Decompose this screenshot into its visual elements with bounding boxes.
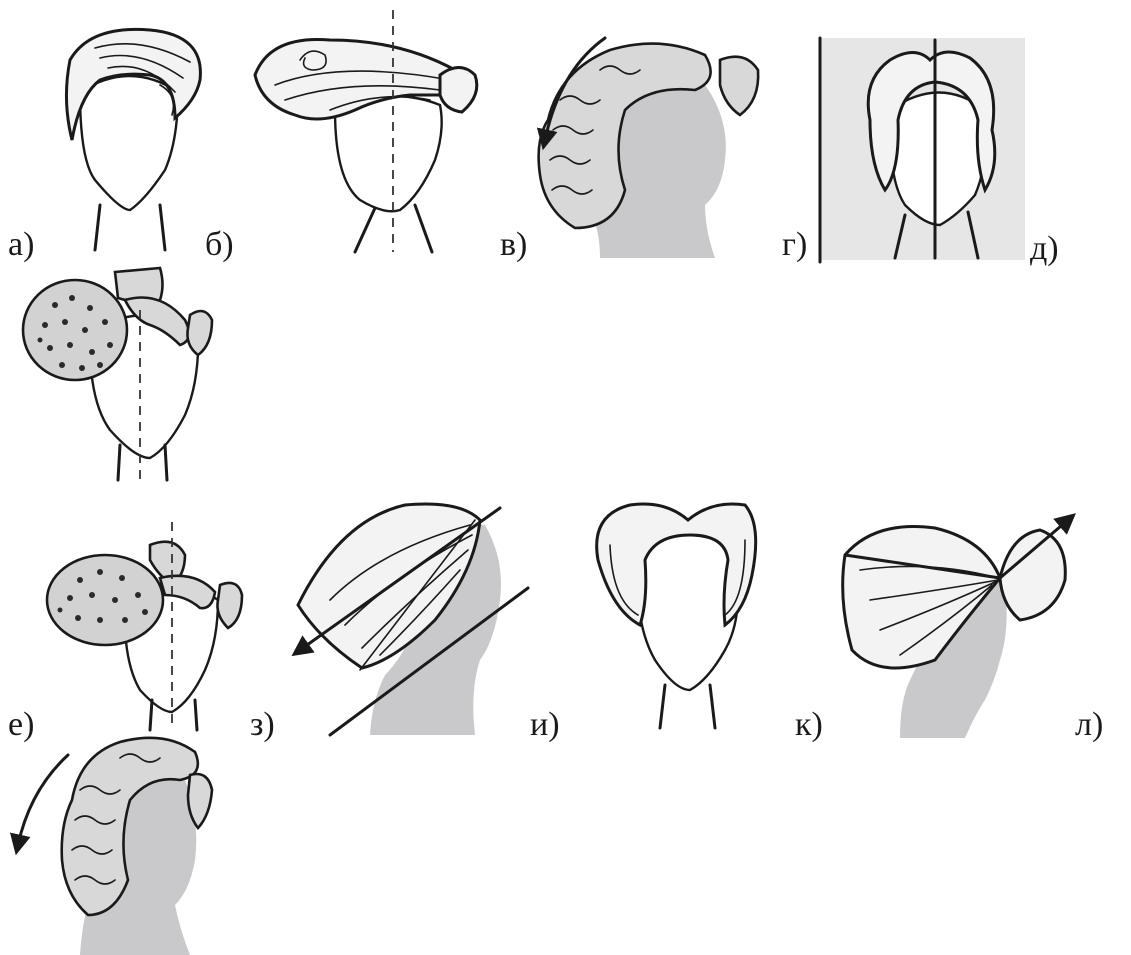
label-l: л) (1075, 708, 1103, 742)
label-b: б) (205, 228, 234, 262)
figure-b-side-curl (255, 10, 477, 252)
figure-l-waved-profile (18, 738, 212, 955)
label-v: в) (500, 228, 527, 262)
figure-g-symmetric-rolls (820, 38, 1025, 262)
figure-v-waved-profile (539, 38, 759, 258)
figure-z-section-profile (298, 504, 528, 735)
label-z: з) (250, 708, 275, 742)
label-d: д) (1030, 232, 1059, 266)
figure-i-front-rolls (597, 504, 756, 728)
label-k: к) (795, 708, 823, 742)
label-i: и) (530, 708, 560, 742)
figure-e-curly-bun (47, 522, 242, 730)
label-g: г) (782, 228, 807, 262)
figure-a-pompadour (66, 29, 200, 250)
figure-k-fan-section (843, 520, 1068, 738)
label-e: е) (8, 708, 34, 742)
label-a: а) (8, 228, 34, 262)
figure-d-curly-bun (23, 268, 212, 480)
